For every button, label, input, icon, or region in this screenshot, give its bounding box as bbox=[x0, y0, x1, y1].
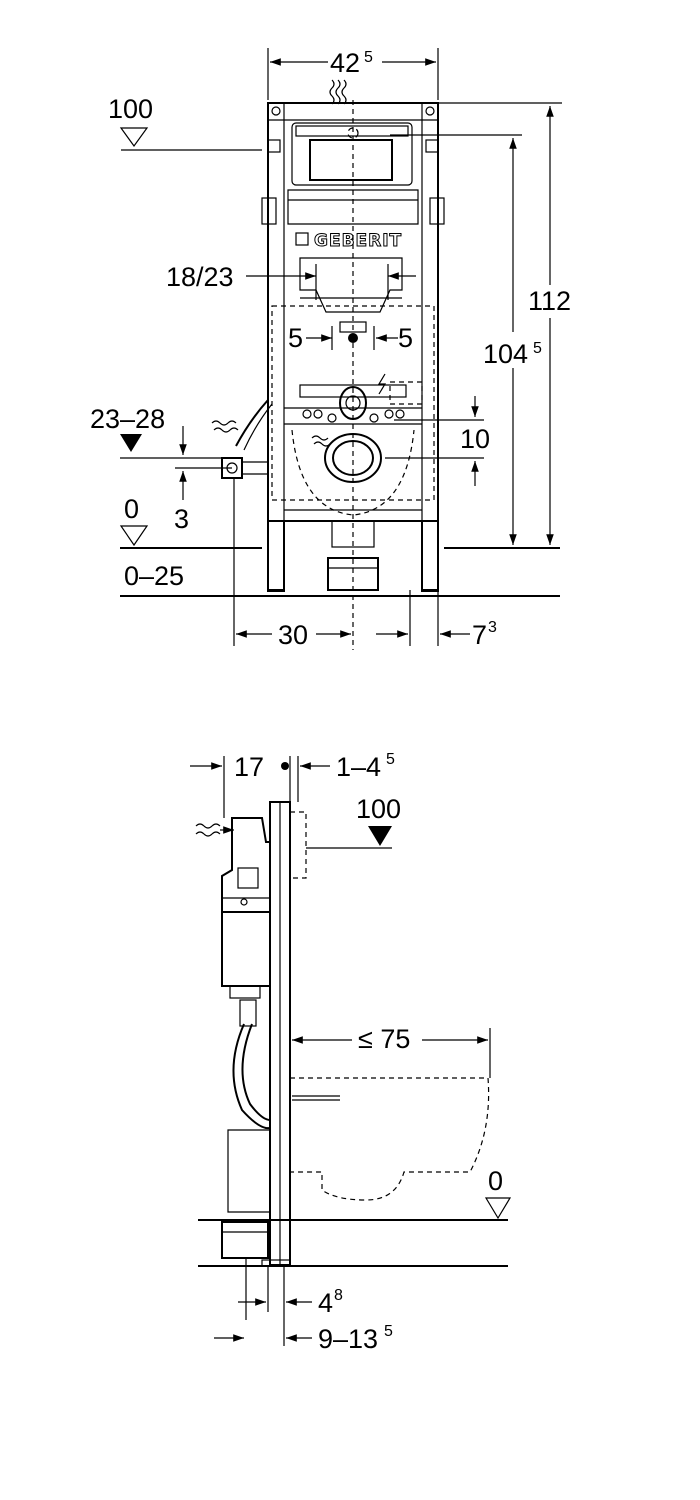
dim-10-label: 10 bbox=[460, 424, 490, 454]
supply-hose bbox=[221, 399, 273, 479]
water-symbol-icon bbox=[211, 79, 387, 447]
dim-9-13-label: 9–13 bbox=[318, 1324, 378, 1354]
dim-bottom: 30 7 3 bbox=[233, 478, 497, 650]
dim-9-13-sup: 5 bbox=[384, 1323, 393, 1340]
drain-pipe bbox=[324, 433, 382, 591]
cistern bbox=[287, 122, 419, 225]
floor-lines bbox=[120, 547, 560, 597]
dim-bolt-spacing: 5 5 bbox=[288, 323, 413, 353]
level-top-marker: 100 bbox=[108, 94, 262, 151]
dim-width: 42 5 bbox=[267, 48, 439, 100]
dim-floor-range-label: 0–25 bbox=[124, 561, 184, 591]
dim-bottom-7-sup: 3 bbox=[488, 619, 497, 636]
dim-inner-height-label: 104 bbox=[483, 339, 528, 369]
front-view: GEBERIT bbox=[90, 48, 571, 650]
brand-label: GEBERIT bbox=[314, 231, 402, 251]
side-floor bbox=[198, 1219, 508, 1267]
side-level-floor-marker: 0 bbox=[484, 1166, 512, 1220]
dim-supply-height-label: 23–28 bbox=[90, 404, 165, 434]
dim-4: 4 8 bbox=[238, 1258, 343, 1346]
side-level-floor-label: 0 bbox=[488, 1166, 503, 1196]
dim-flush-plate-label: 18/23 bbox=[166, 262, 234, 292]
side-drain-pipe bbox=[221, 1129, 271, 1259]
side-hose bbox=[232, 999, 271, 1130]
side-brackets bbox=[261, 139, 445, 225]
dim-width-sup: 5 bbox=[364, 49, 373, 66]
dim-75: ≤ 75 bbox=[292, 1024, 491, 1078]
dim-1-4-sup: 5 bbox=[386, 751, 395, 768]
dim-flush-plate: 18/23 bbox=[166, 262, 416, 300]
dim-9-13: 9–13 5 bbox=[214, 1323, 393, 1354]
dim-supply-height: 23–28 3 bbox=[90, 404, 232, 534]
side-frame bbox=[261, 801, 291, 1267]
dim-10: 10 bbox=[385, 396, 490, 486]
side-level-top-label: 100 bbox=[356, 794, 401, 824]
level-floor-marker: 0 bbox=[119, 494, 149, 547]
dim-bottom-30-label: 30 bbox=[278, 620, 308, 650]
dim-left-5-label: 5 bbox=[288, 323, 303, 353]
side-view: 17 1–4 5 100 ≤ 75 0 bbox=[190, 751, 512, 1354]
side-cistern bbox=[221, 817, 271, 999]
dim-inner-height-sup: 5 bbox=[533, 340, 542, 357]
side-level-top-marker: 100 bbox=[306, 794, 401, 849]
dim-total-height: 112 bbox=[438, 102, 571, 545]
dim-4-label: 4 bbox=[318, 1288, 333, 1318]
dim-total-height-label: 112 bbox=[528, 286, 571, 316]
dim-right-5-label: 5 bbox=[398, 323, 413, 353]
dim-1-4-label: 1–4 bbox=[336, 752, 381, 782]
flush-plate-dashed bbox=[289, 811, 307, 879]
flush-opening bbox=[299, 257, 403, 313]
dim-4-sup: 8 bbox=[334, 1287, 343, 1304]
dim-width-label: 42 bbox=[330, 48, 360, 78]
dim-75-label: ≤ 75 bbox=[358, 1024, 410, 1054]
dim-supply-3-label: 3 bbox=[174, 504, 189, 534]
dim-17-label: 17 bbox=[234, 752, 264, 782]
dim-side-top: 17 1–4 5 bbox=[190, 751, 395, 818]
side-bowl-dashed bbox=[290, 1077, 490, 1201]
level-top-label: 100 bbox=[108, 94, 153, 124]
side-water-symbol-icon bbox=[195, 823, 234, 837]
level-floor-label: 0 bbox=[124, 494, 139, 524]
geberit-logo: GEBERIT bbox=[295, 231, 402, 252]
dim-bottom-7-label: 7 bbox=[472, 620, 487, 650]
dim-inner-height: 104 5 bbox=[390, 134, 542, 545]
